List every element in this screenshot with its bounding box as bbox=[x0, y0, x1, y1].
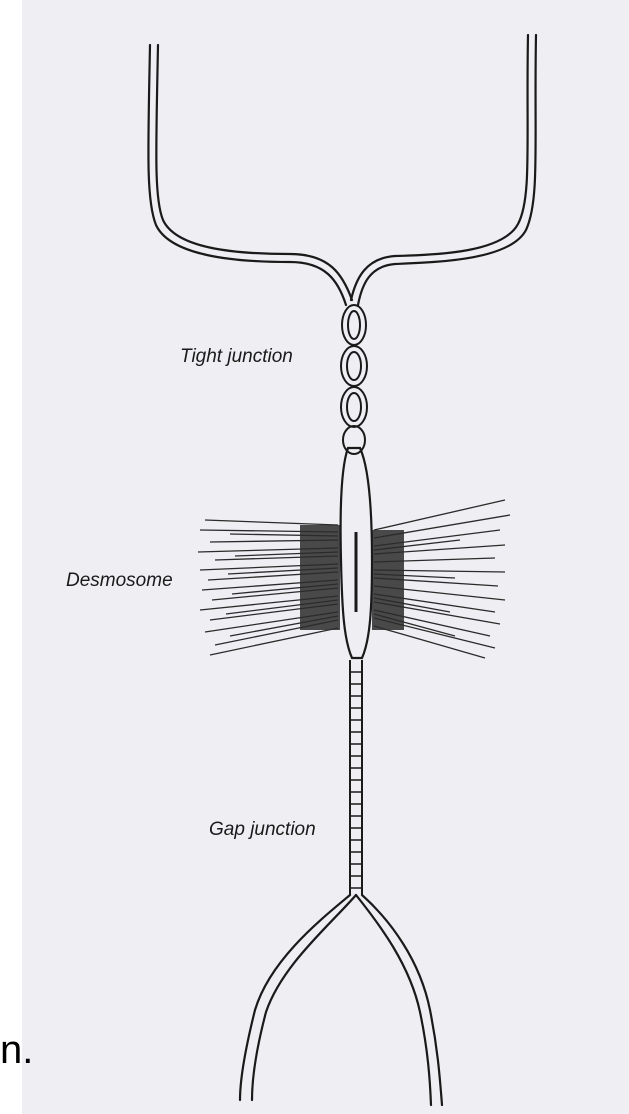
cropped-text-fragment: n. bbox=[0, 1030, 33, 1070]
lower-left-membrane-inner bbox=[252, 895, 356, 1100]
lower-right-membrane-inner bbox=[356, 895, 431, 1105]
tight-junction-label: Tight junction bbox=[180, 346, 293, 368]
desmosome-plaque-left bbox=[300, 525, 340, 630]
desmosome-label: Desmosome bbox=[66, 570, 173, 592]
right-cell-membrane-outer bbox=[358, 35, 536, 305]
gap-junction-label: Gap junction bbox=[209, 819, 316, 841]
lower-left-membrane-outer bbox=[240, 895, 350, 1100]
gap-junction-rungs bbox=[350, 672, 362, 888]
desmosome-plaque-right bbox=[372, 530, 404, 630]
tight-junction-beads bbox=[341, 305, 367, 454]
left-cell-membrane-outer bbox=[148, 45, 346, 305]
